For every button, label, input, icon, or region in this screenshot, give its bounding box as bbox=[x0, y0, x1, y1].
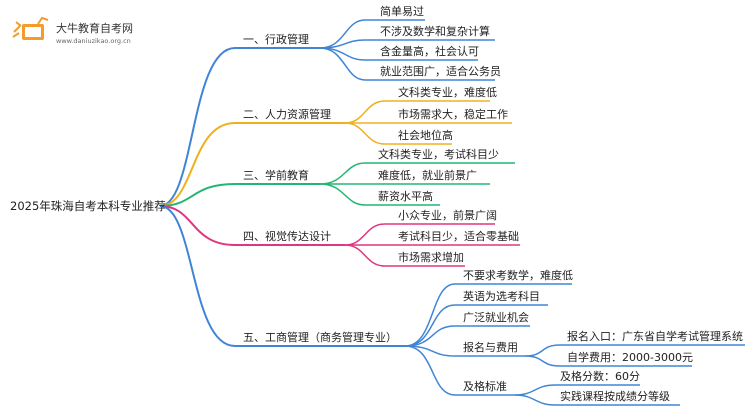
leaf-text: 报名入口：广东省自学考试管理系统 bbox=[567, 330, 743, 343]
leaf-text: 社会地位高 bbox=[398, 129, 453, 142]
link-root-b5 bbox=[159, 205, 405, 347]
branch-label-business: 五、工商管理（商务管理专业） bbox=[243, 331, 397, 344]
branch-label-preschool: 三、学前教育 bbox=[243, 169, 309, 182]
leaf-text: 不要求考数学，难度低 bbox=[463, 269, 573, 282]
leaf-text: 英语为选考科目 bbox=[463, 290, 540, 303]
leaf-text: 薪资水平高 bbox=[378, 190, 433, 203]
logo-url: www.daniuzikao.org.cn bbox=[56, 37, 131, 45]
links-b3 bbox=[319, 162, 515, 206]
leaf-text: 自学费用：2000-3000元 bbox=[567, 351, 693, 364]
leaf-text: 广泛就业机会 bbox=[463, 311, 529, 324]
logo-title: 大牛教育自考网 bbox=[56, 22, 133, 35]
leaf-text: 就业范围广，适合公务员 bbox=[380, 65, 501, 78]
links-b2 bbox=[344, 100, 512, 145]
link-root-b3 bbox=[159, 183, 320, 207]
link-root-b1 bbox=[159, 47, 320, 207]
book-logo-icon bbox=[12, 16, 49, 40]
leaf-text: 文科类专业，难度低 bbox=[398, 86, 497, 99]
leaf-text: 小众专业，前景广阔 bbox=[398, 209, 497, 222]
leaf-text: 难度低，就业前景广 bbox=[378, 169, 477, 182]
branch-label-visual-design: 四、视觉传达设计 bbox=[243, 230, 331, 243]
leaf-text: 不涉及数学和复杂计算 bbox=[380, 25, 490, 38]
link-root-b2 bbox=[159, 122, 345, 207]
link-root-b4 bbox=[159, 205, 345, 246]
leaf-text: 考试科目少，适合零基础 bbox=[398, 230, 519, 243]
leaf-text: 文科类专业，考试科目少 bbox=[378, 148, 499, 161]
branch-label-administration: 一、行政管理 bbox=[243, 33, 309, 46]
links-b1 bbox=[319, 19, 495, 81]
leaf-text: 市场需求大，稳定工作 bbox=[398, 108, 508, 121]
leaf-text: 实践课程按成绩分等级 bbox=[560, 390, 670, 403]
links-b5 bbox=[404, 283, 745, 406]
leaf-text: 市场需求增加 bbox=[398, 251, 464, 264]
leaf-text: 含金量高，社会认可 bbox=[380, 45, 479, 58]
mindmap-root: 2025年珠海自考本科专业推荐 bbox=[10, 199, 166, 213]
links-b4 bbox=[344, 223, 520, 267]
leaf-text: 报名与费用 bbox=[463, 341, 518, 354]
leaf-text: 及格分数：60分 bbox=[560, 370, 640, 383]
branch-label-hr: 二、人力资源管理 bbox=[243, 108, 331, 121]
leaf-text: 及格标准 bbox=[463, 380, 507, 393]
leaf-text: 简单易过 bbox=[380, 5, 424, 18]
site-logo bbox=[10, 10, 140, 50]
